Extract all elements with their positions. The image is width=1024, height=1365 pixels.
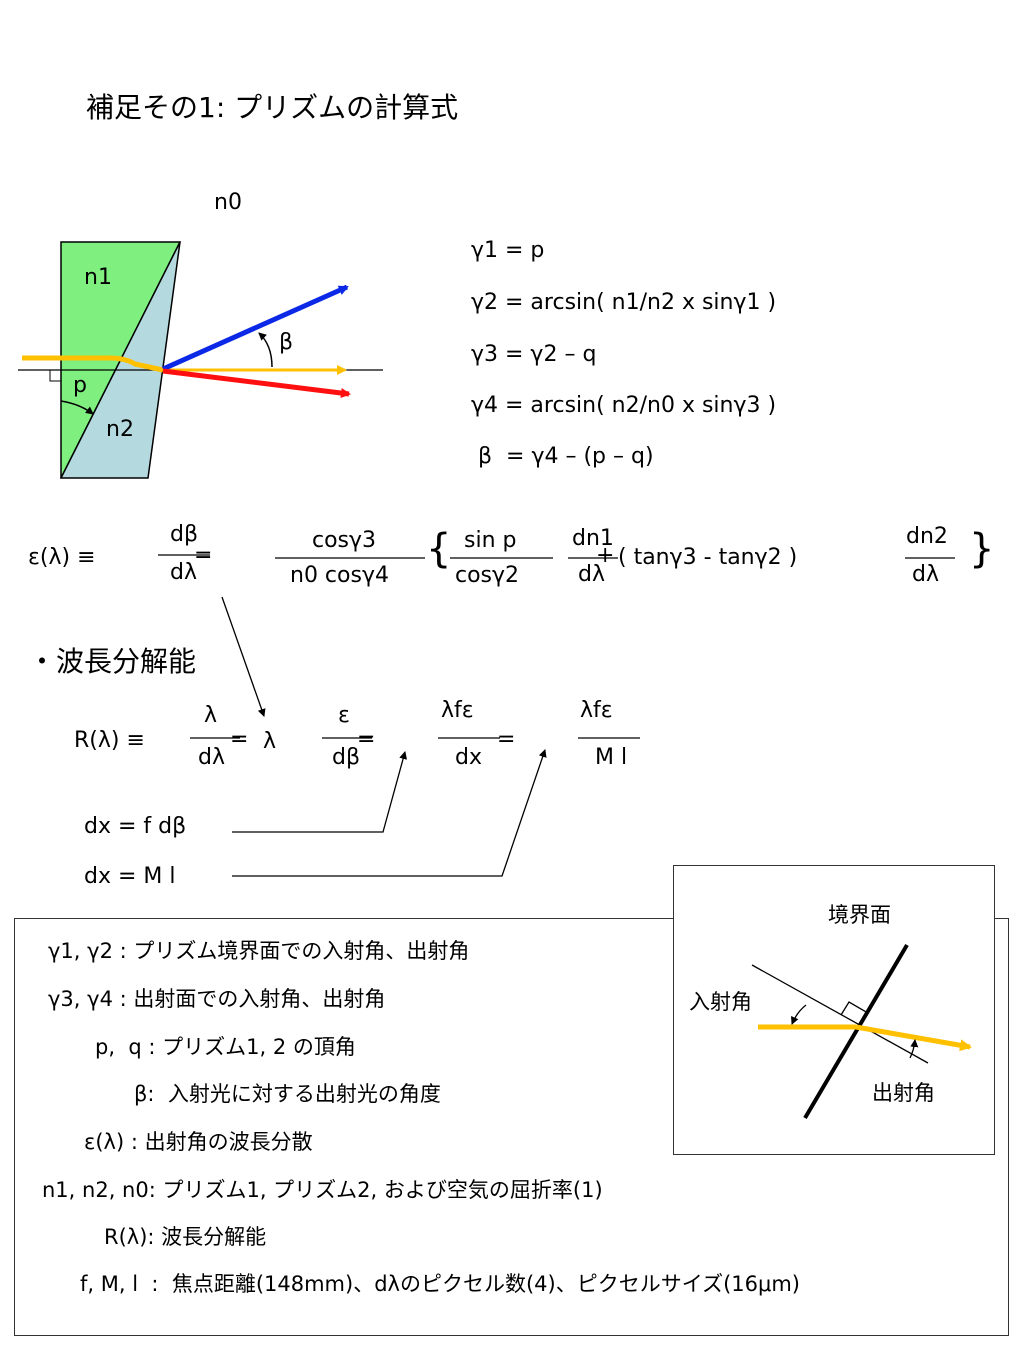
resolution-num-lambda: λ <box>204 703 218 728</box>
n1-label: n1 <box>84 265 112 290</box>
brace-open: { <box>426 526 452 572</box>
dx-equation-m: dx = M l <box>84 864 176 889</box>
pointer-arrow <box>232 749 547 877</box>
p-label: p <box>73 373 87 398</box>
page-title: 補足その1: プリズムの計算式 <box>86 91 459 124</box>
epsilon-den-dlambda3: dλ <box>912 562 939 587</box>
epsilon-num-dbeta: dβ <box>170 522 199 547</box>
legend-item: p, q : プリズム1, 2 の頂角 <box>95 1035 356 1059</box>
incident-ray <box>22 355 164 373</box>
legend-item: γ1, γ2 : プリズム境界面での入射角、出射角 <box>48 939 470 963</box>
equation-gamma1: γ1 = p <box>471 238 545 263</box>
epsilon-num-dn2: dn2 <box>906 524 948 549</box>
resolution-num-lfe: λfε <box>441 698 474 723</box>
resolution-num-lfe2: λfε <box>580 698 613 723</box>
legend-item: f, M, l : 焦点距離(148mm)、dλのピクセル数(4)、ピクセルサイ… <box>80 1272 801 1296</box>
resolution-eq2: = <box>357 727 376 752</box>
resolution-den-dbeta: dβ <box>332 745 361 770</box>
beta-label: β <box>279 330 294 355</box>
epsilon-tan-term: ( tanγ3 - tanγ2 ) <box>618 545 798 570</box>
brace-close: } <box>969 526 995 572</box>
epsilon-plus: + <box>596 543 615 568</box>
beta-arc <box>258 332 273 368</box>
epsilon-lhs: ε(λ) ≡ <box>28 545 96 570</box>
equation-beta: β = γ4 – (p – q) <box>471 444 654 469</box>
epsilon-equals: = <box>194 543 213 568</box>
legend-item: n1, n2, n0: プリズム1, プリズム2, および空気の屈折率(1) <box>42 1178 603 1202</box>
section-heading: ・波長分解能 <box>28 645 197 678</box>
resolution-den-dlambda: dλ <box>198 745 225 770</box>
inset-exit-label: 出射角 <box>872 1081 935 1105</box>
exit-ray <box>855 1024 972 1052</box>
normal-line <box>751 964 929 1064</box>
incident-angle-arc <box>791 1004 807 1025</box>
resolution-eq1: = <box>230 727 249 752</box>
pointer-arrow <box>232 751 408 833</box>
inset-boundary-label: 境界面 <box>828 903 891 927</box>
epsilon-den-dlambda2: dλ <box>578 562 605 587</box>
legend-box <box>14 918 1009 1336</box>
epsilon-den-cos4: n0 cosγ4 <box>290 563 389 588</box>
equation-gamma2: γ2 = arcsin( n1/n2 x sinγ1 ) <box>471 290 777 315</box>
epsilon-den-dlambda: dλ <box>170 560 197 585</box>
exit-angle-arc <box>909 1039 919 1059</box>
blue-ray <box>161 284 349 372</box>
legend-item: ε(λ) : 出射角の波長分散 <box>84 1130 313 1154</box>
inset-incident-label: 入射角 <box>689 990 752 1014</box>
n0-label: n0 <box>214 190 242 215</box>
epsilon-den-cos2: cosγ2 <box>455 563 520 588</box>
n2-label: n2 <box>106 417 134 442</box>
resolution-lambda: λ <box>263 729 277 754</box>
epsilon-num-cos3: cosγ3 <box>312 528 377 553</box>
resolution-den-dx: dx <box>455 745 482 770</box>
epsilon-num-sinp: sin p <box>464 528 517 553</box>
legend-item: γ3, γ4 : 出射面での入射角、出射角 <box>48 987 386 1011</box>
legend-item: R(λ): 波長分解能 <box>104 1225 267 1249</box>
resolution-den-ml: M l <box>595 745 628 770</box>
equation-gamma4: γ4 = arcsin( n2/n0 x sinγ3 ) <box>471 393 777 418</box>
resolution-lhs: R(λ) ≡ <box>74 728 145 753</box>
epsilon-num-dn1: dn1 <box>572 526 614 551</box>
resolution-num-eps: ε <box>338 703 350 728</box>
boundary-line <box>803 943 909 1120</box>
right-angle-mark <box>840 1001 869 1016</box>
red-ray <box>162 368 351 398</box>
pointer-arrow <box>221 596 266 717</box>
right-angle-mark <box>49 370 61 382</box>
legend-item: β: 入射光に対する出射光の角度 <box>134 1082 441 1106</box>
equation-gamma3: γ3 = γ2 – q <box>471 342 597 367</box>
resolution-eq3: = <box>497 727 516 752</box>
p-arc <box>60 400 94 415</box>
dx-equation-f: dx = f dβ <box>84 814 187 839</box>
